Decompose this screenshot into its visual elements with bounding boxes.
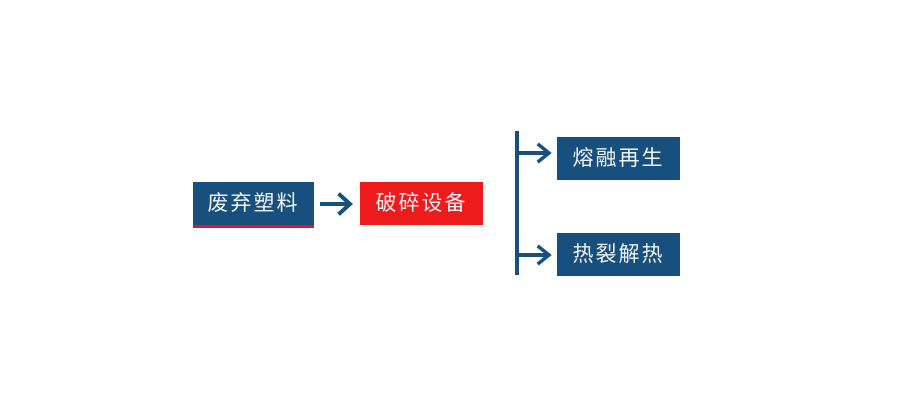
node-melt-regeneration[interactable]: 熔融再生 xyxy=(557,137,680,180)
node-crusher[interactable]: 破碎设备 xyxy=(360,182,483,225)
arrow-right-icon xyxy=(320,190,356,218)
node-crusher-label: 破碎设备 xyxy=(375,192,468,215)
node-waste-plastic-label: 废弃塑料 xyxy=(207,192,300,215)
node-pyrolysis[interactable]: 热裂解热 xyxy=(557,233,680,276)
node-waste-plastic[interactable]: 废弃塑料 xyxy=(193,182,314,228)
node-melt-regeneration-label: 熔融再生 xyxy=(572,147,665,170)
node-pyrolysis-label: 热裂解热 xyxy=(572,243,665,266)
branch-bracket-connector xyxy=(506,128,562,280)
